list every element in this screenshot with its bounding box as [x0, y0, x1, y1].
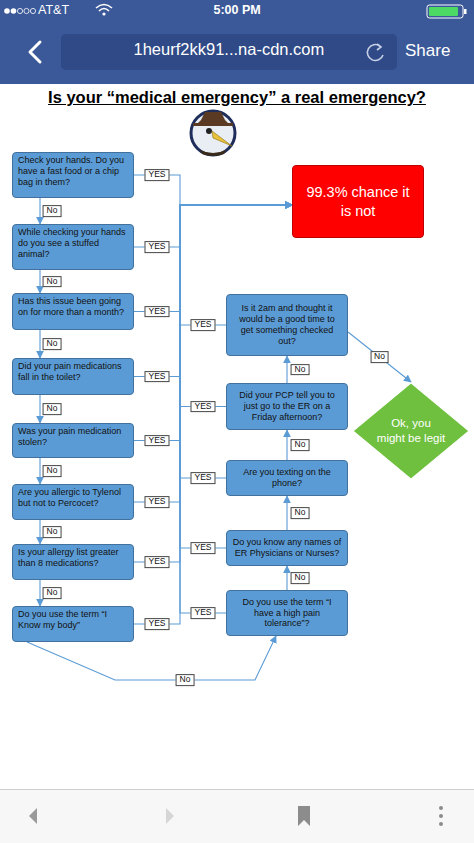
flow-connector [39, 395, 40, 423]
edge-label: YES [144, 435, 169, 447]
edge-label: YES [144, 241, 169, 253]
node-text: Is your allergy list greater than 8 medi… [18, 547, 128, 569]
edge-label: No [291, 364, 310, 376]
node-text: 99.3% chance it is not [305, 183, 411, 221]
edge-label: No [43, 276, 62, 288]
edge-label: No [43, 465, 62, 477]
edge-label: No [176, 674, 195, 686]
flow-connector [39, 520, 40, 544]
flow-connector [348, 332, 411, 382]
edge-label: No [43, 526, 62, 538]
question-box: Is your allergy list greater than 8 medi… [12, 544, 134, 580]
carrier-name: AT&T [38, 3, 69, 17]
question-box: Do you know any names of ER Physicians o… [226, 530, 348, 566]
question-box: While checking your hands do you see a s… [12, 224, 134, 270]
node-text: Do you use the term “I Know my body” [18, 609, 128, 631]
node-text: Are you texting on the phone? [232, 467, 342, 489]
flow-connector [286, 566, 287, 590]
node-text: Did your pain medications fall in the to… [18, 361, 128, 383]
edge-label: No [291, 572, 310, 584]
question-box: Was your pain medication stolen? [12, 423, 134, 458]
edge-label: No [43, 403, 62, 415]
node-text: Ok, you might be legit [376, 416, 446, 446]
result-box: 99.3% chance it is not [292, 165, 424, 238]
question-box: Did your PCP tell you to just go to the … [226, 383, 348, 430]
share-button: Share [405, 41, 450, 61]
flow-connector [39, 580, 40, 606]
edge-label: YES [144, 169, 169, 181]
edge-label: YES [144, 371, 169, 383]
question-box: Do you use the term “I Know my body” [12, 606, 134, 642]
question-box: Is it 2am and thought it would be a good… [226, 294, 348, 356]
diamond-outline [352, 382, 470, 480]
result-diamond: Ok, you might be legit [352, 382, 470, 480]
node-text: Was your pain medication stolen? [18, 426, 128, 448]
edge-label: YES [144, 496, 169, 508]
flow-connector [39, 198, 40, 224]
node-text: While checking your hands do you see a s… [18, 227, 128, 259]
url-text: 1heurf2kk91...na-cdn.com [134, 40, 325, 59]
edge-label: YES [190, 607, 215, 619]
question-box: Do you use the term “I have a high pain … [226, 590, 348, 636]
edge-label: YES [144, 556, 169, 568]
edge-label: YES [190, 472, 215, 484]
question-box: Did your pain medications fall in the to… [12, 358, 134, 395]
edge-label: YES [144, 618, 169, 630]
node-text: Is it 2am and thought it would be a good… [232, 303, 342, 346]
question-box: Has this issue been going on for more th… [12, 293, 134, 330]
edge-label: YES [144, 306, 169, 318]
edge-label: No [291, 507, 310, 519]
flow-connector [286, 356, 287, 383]
node-text: Did your PCP tell you to just go to the … [232, 390, 342, 422]
flow-connector [180, 205, 292, 548]
diagram-title: Is your “medical emergency” a real emerg… [0, 88, 474, 107]
flow-connector [286, 496, 287, 530]
flow-connector [39, 458, 40, 484]
node-text: Are you allergic to Tylenol but not to P… [18, 487, 128, 509]
flow-connector [286, 430, 287, 460]
question-box: Check your hands. Do you have a fast foo… [12, 152, 134, 198]
question-box: Are you texting on the phone? [226, 460, 348, 496]
edge-label: No [43, 205, 62, 217]
edge-label: No [43, 338, 62, 350]
edge-label: YES [190, 319, 215, 331]
diamond-shape [353, 383, 469, 479]
flow-connector [39, 330, 40, 358]
edge-label: No [43, 587, 62, 599]
edge-label: No [370, 351, 389, 363]
node-text: Has this issue been going on for more th… [18, 296, 128, 318]
question-box: Are you allergic to Tylenol but not to P… [12, 484, 134, 520]
node-text: Check your hands. Do you have a fast foo… [18, 155, 128, 187]
node-text: Do you use the term “I have a high pain … [232, 597, 342, 629]
edge-label: No [291, 439, 310, 451]
status-time: 5:00 PM [214, 3, 261, 17]
node-text: Do you know any names of ER Physicians o… [232, 537, 342, 559]
edge-label: YES [190, 542, 215, 554]
edge-label: YES [190, 401, 215, 413]
flow-connector [27, 636, 276, 680]
flow-connector [39, 270, 40, 293]
